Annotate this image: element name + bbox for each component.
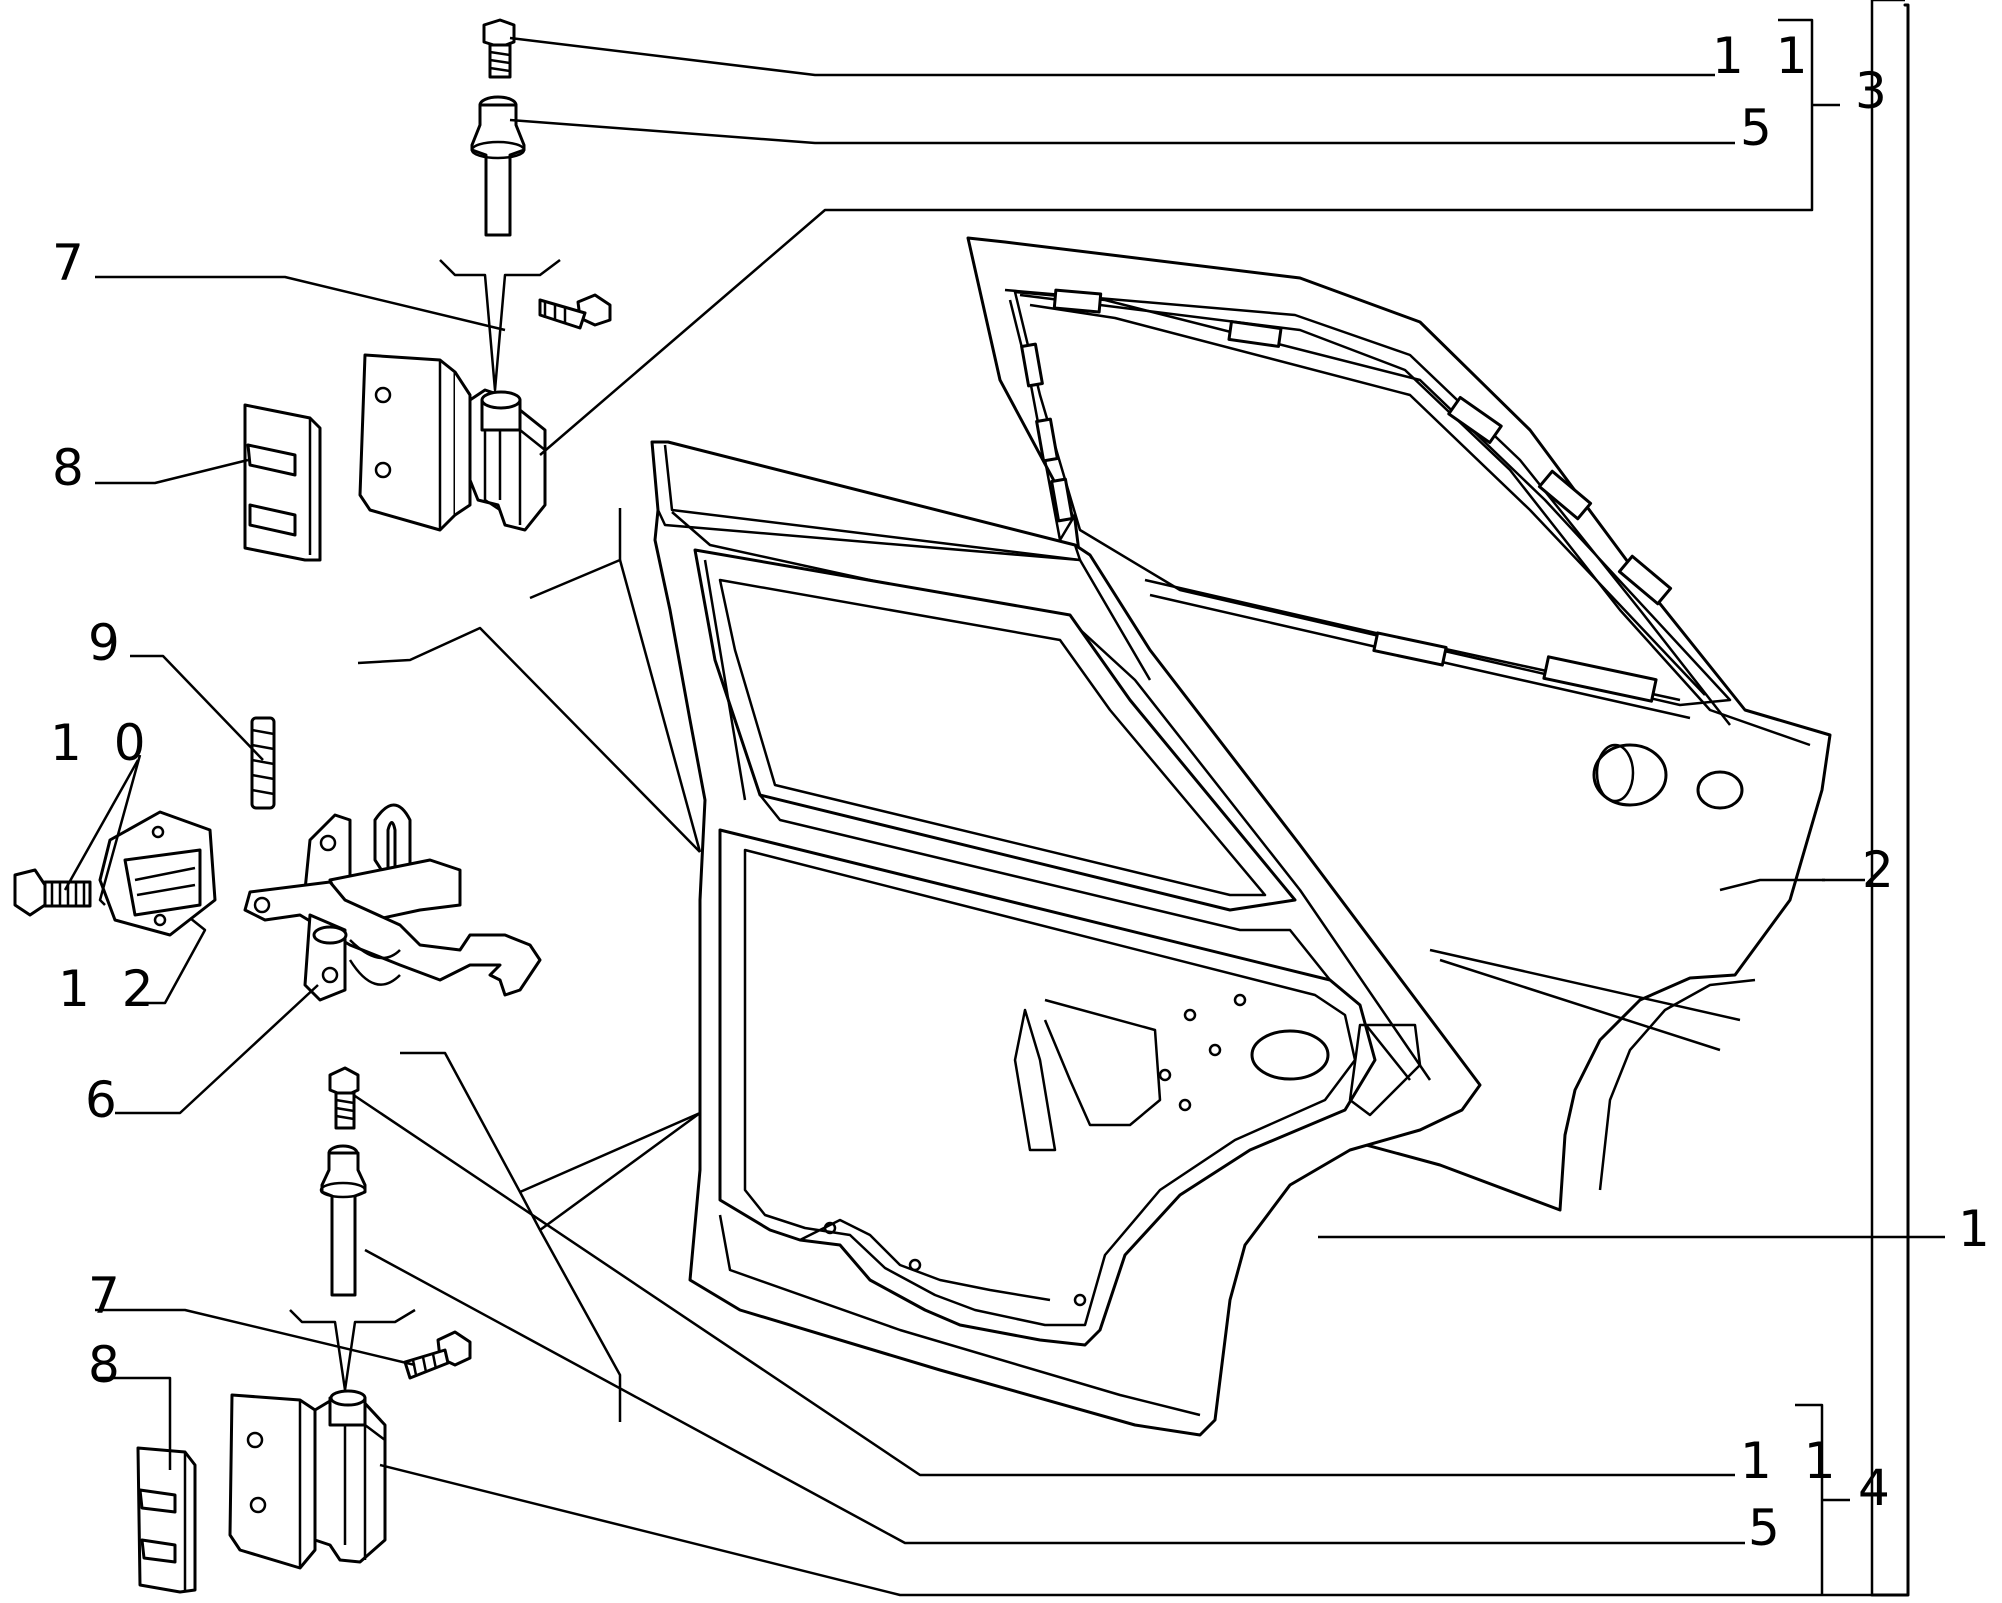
callout-6: 6	[85, 1071, 125, 1129]
callout-7-top: 7	[52, 234, 92, 292]
callout-3: 3	[1855, 62, 1895, 120]
door-check-assembly	[13, 716, 542, 1002]
callout-8-top: 8	[52, 439, 92, 497]
callout-4: 4	[1858, 1459, 1898, 1517]
callout-2: 2	[1862, 841, 1902, 899]
callout-labels: 1 1 5 3 7 8 9 1 0 1 2 6 2 1 7 8 1 1 5 4	[50, 27, 1998, 1557]
callout-5-top: 5	[1740, 99, 1780, 157]
callout-10: 1 0	[50, 714, 154, 772]
callout-9: 9	[88, 614, 128, 672]
callout-11-top: 1 1	[1712, 27, 1816, 85]
callout-12: 1 2	[58, 960, 162, 1018]
lower-hinge-assembly	[136, 1066, 472, 1594]
upper-hinge-assembly	[243, 18, 612, 562]
assembly-guide-lines	[357, 508, 702, 1422]
leader-lines	[63, 0, 1945, 1597]
callout-11-bottom: 1 1	[1740, 1432, 1844, 1490]
callout-7-bottom: 7	[88, 1267, 128, 1325]
inner-door-frame	[650, 440, 1482, 1437]
callout-5-bottom: 5	[1748, 1499, 1788, 1557]
callout-8-bottom: 8	[88, 1336, 128, 1394]
callout-1: 1	[1958, 1200, 1998, 1258]
